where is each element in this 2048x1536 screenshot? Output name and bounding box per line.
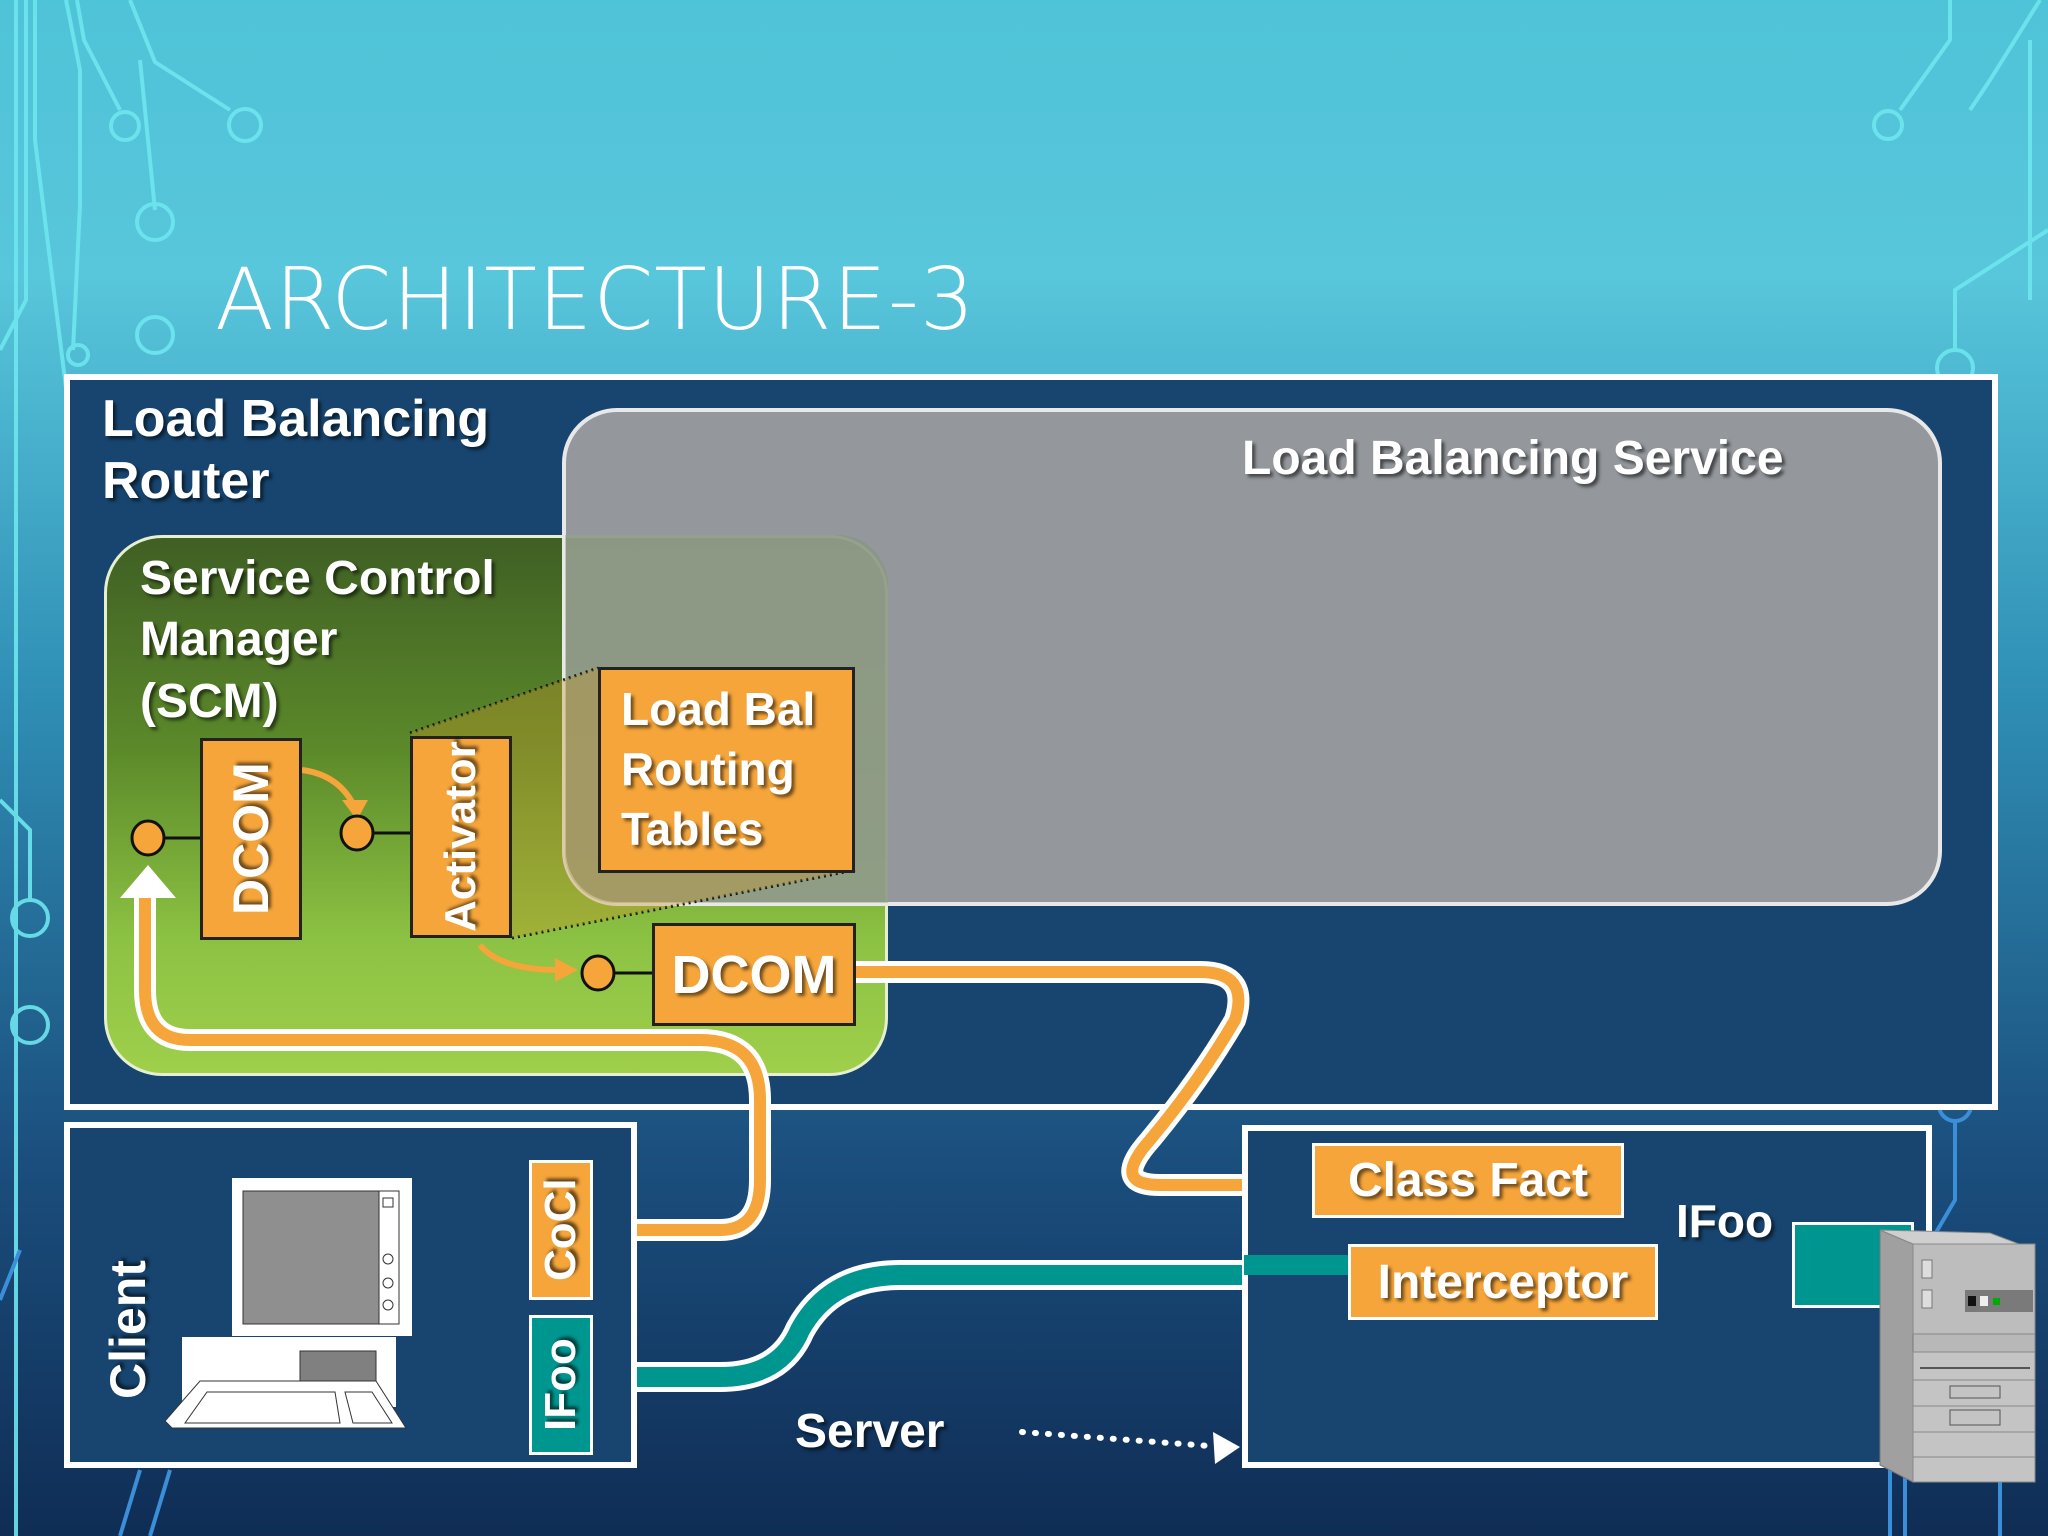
activator-interface-port [339,814,375,852]
class-fact-label: Class Fact [1347,1154,1589,1207]
dcom-out-label: DCOM [671,944,837,1005]
dcom-pipe [855,966,1265,1191]
ifoo-pipe [597,1265,1350,1387]
router-label-line1: Load Balancing [102,390,490,448]
server-pointer-dots [1019,1429,1213,1449]
interceptor-box: Interceptor [1348,1244,1658,1320]
server-ifoo-label: IFoo [1676,1195,1774,1247]
arrow-head-icon [555,958,578,982]
cocl-pipe [139,890,766,1236]
routing-tables-line2: Routing [621,742,795,795]
router-label-line2: Router [102,452,270,511]
scm-label-line1: Service Control [140,552,495,605]
slide-title: ARCHITECTURE-3 [215,250,976,350]
arrow-head-icon [342,800,368,820]
dcom-out-interface-port [580,954,616,992]
dcom-interface-port [130,819,166,857]
load-balancing-service-label: Load Balancing Service [1242,432,1784,485]
class-fact-box: Class Fact [1312,1143,1624,1218]
ifoo-pipe-end [1244,1255,1354,1275]
server-label: Server [795,1405,945,1458]
scm-label-line3: (SCM) [140,674,279,728]
dcom-out-box: DCOM [652,923,856,1026]
interceptor-label: Interceptor [1377,1255,1629,1309]
routing-tables-box: Load Bal Routing Tables [598,667,855,873]
routing-tables-line1: Load Bal [621,683,816,735]
zoom-line-bottom [511,868,856,940]
router-label: Load Balancing Router [102,388,489,513]
arrow-up-icon [120,865,176,898]
arrow-right-icon [1213,1432,1240,1464]
activator-dcom-arrow [477,943,561,973]
scm-label: Service Control Manager (SCM) [140,548,495,732]
routing-tables-line3: Tables [621,802,764,855]
scm-label-line2: Manager [140,613,338,667]
